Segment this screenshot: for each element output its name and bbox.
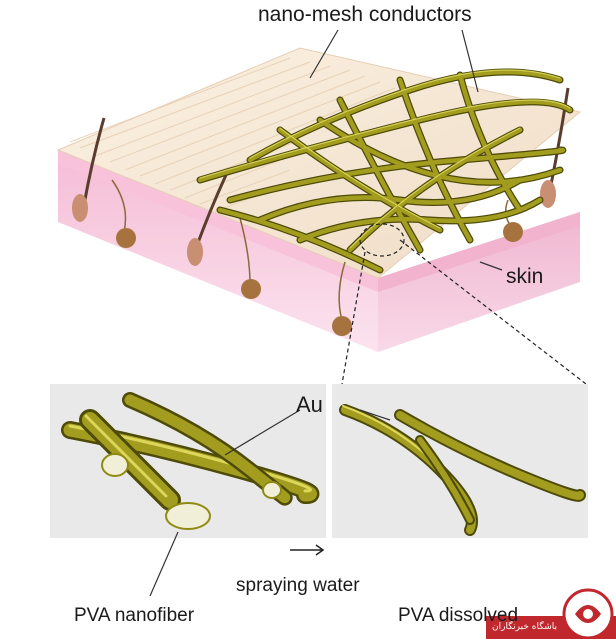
watermark-text: باشگاه خبرنگاران	[492, 622, 557, 632]
skin-side-face	[378, 212, 580, 352]
au-label: Au	[296, 392, 323, 417]
au-pointer-right	[359, 409, 391, 421]
inset-right	[332, 384, 588, 538]
skin-block	[56, 47, 582, 352]
inset-left	[50, 384, 326, 597]
skin-top-face	[56, 47, 582, 279]
pva-nanofiber-label: PVA nanofiber	[74, 605, 195, 626]
au-pointer-left	[224, 409, 301, 456]
pva-nanofiber-pointer	[149, 531, 179, 597]
epidermis-front	[58, 150, 378, 292]
right-arrow-icon	[290, 544, 325, 556]
spraying-water-label: spraying water	[236, 575, 360, 596]
hair-follicles	[72, 87, 570, 266]
pva-dissolved-label: PVA dissolved	[398, 606, 519, 625]
skin-label: skin	[506, 265, 544, 288]
sweat-glands	[111, 179, 523, 336]
nanomesh-pointer-left	[309, 29, 339, 79]
skin-pointer	[479, 261, 503, 271]
nanomesh-pointer-right	[461, 29, 479, 93]
news-agency-logo-icon	[486, 588, 616, 639]
skin-front-face	[58, 150, 378, 352]
zoom-indicator	[341, 223, 587, 385]
nanomesh-label: nano-mesh conductors	[258, 3, 472, 26]
pointer-lines	[309, 29, 503, 271]
nano-mesh	[196, 68, 574, 274]
epidermis-side	[378, 212, 580, 292]
